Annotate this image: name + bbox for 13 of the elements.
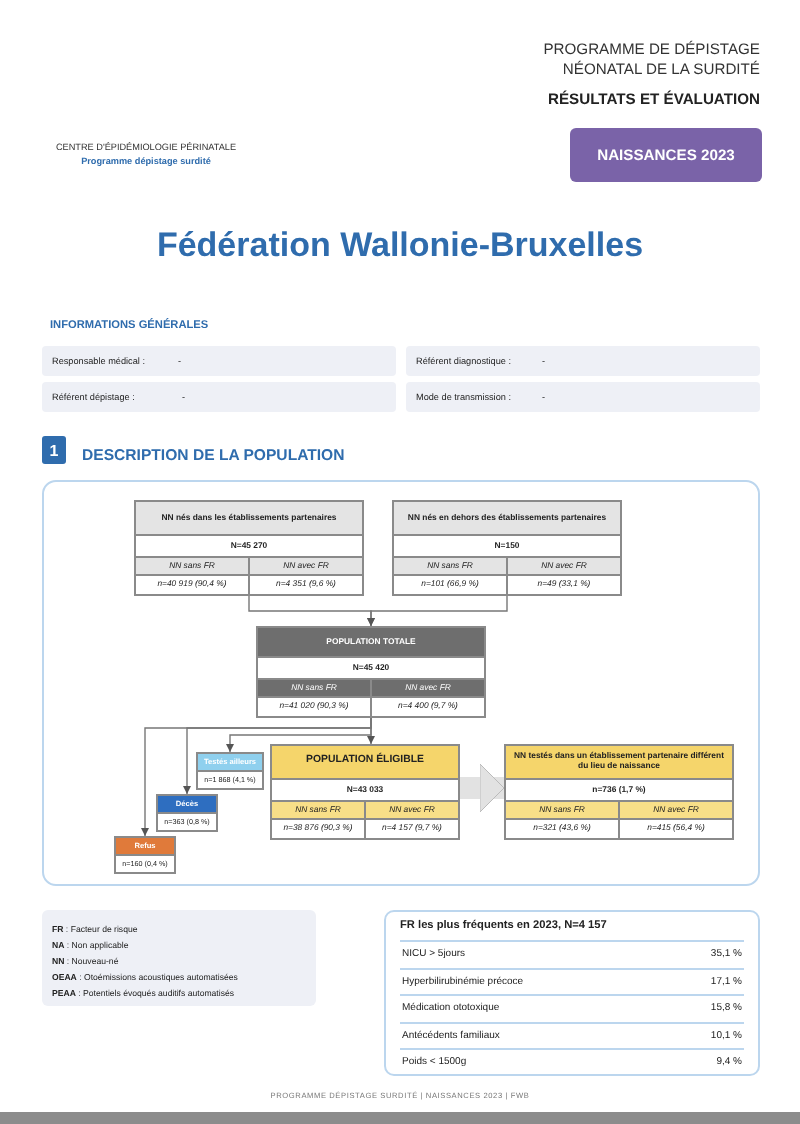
flow-box (114, 836, 176, 874)
flow-box (504, 744, 734, 840)
section-number: 1 (42, 436, 66, 464)
arrow (460, 763, 505, 813)
flow-box (392, 500, 622, 596)
flow-box (156, 794, 218, 832)
arrow (141, 717, 372, 837)
flow-box (256, 626, 486, 718)
flow-box (134, 500, 364, 596)
flow-box (196, 752, 264, 790)
page-title: Fédération Wallonie-Bruxelles (154, 226, 646, 266)
arrow (367, 595, 508, 627)
flow-box (270, 744, 460, 840)
